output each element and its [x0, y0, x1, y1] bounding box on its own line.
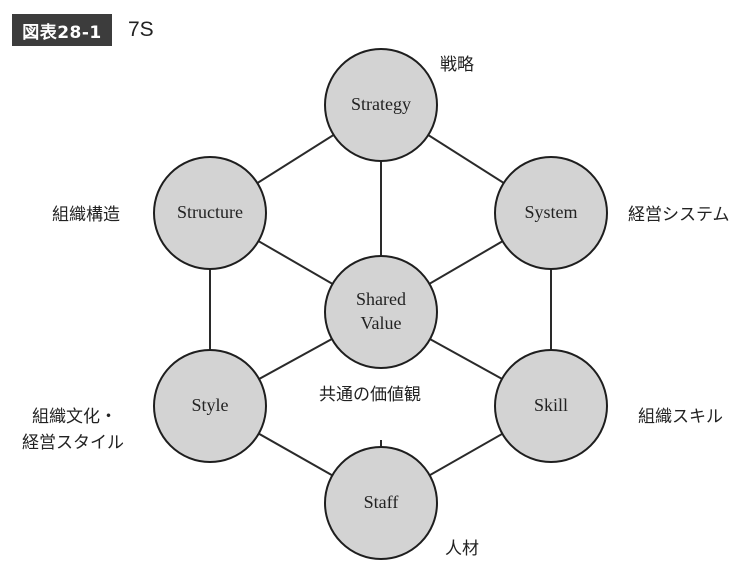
annotation-skill: 組織スキル	[638, 407, 723, 427]
node-structure-label: Structure	[177, 202, 243, 222]
figure-number-badge: 図表28-1	[12, 14, 112, 46]
shared-value-caption-backing	[312, 382, 448, 408]
annotation-staff: 人材	[445, 539, 479, 559]
node-shared-value-label-line1: Shared	[356, 289, 406, 309]
node-style-label: Style	[191, 395, 228, 415]
node-strategy	[324, 48, 438, 162]
node-system-label: System	[524, 202, 577, 222]
node-style	[153, 349, 267, 463]
node-skill	[494, 349, 608, 463]
node-skill-label: Skill	[534, 395, 568, 415]
node-staff	[324, 446, 438, 560]
annotation-style-line2: 経営スタイル	[22, 433, 124, 453]
figure-title: 7S	[128, 18, 154, 41]
annotation-style-line1: 組織文化・	[32, 407, 117, 427]
node-strategy-label: Strategy	[351, 94, 411, 114]
annotation-strategy: 戦略	[440, 55, 474, 75]
node-structure	[153, 156, 267, 270]
annotation-system: 経営システム	[628, 205, 730, 225]
node-shared-value	[324, 255, 438, 369]
node-system	[494, 156, 608, 270]
node-shared-value-label-line2: Value	[361, 313, 402, 333]
node-staff-label: Staff	[364, 492, 399, 512]
annotation-shared-value: 共通の価値観	[319, 385, 421, 405]
annotation-structure: 組織構造	[52, 205, 120, 225]
